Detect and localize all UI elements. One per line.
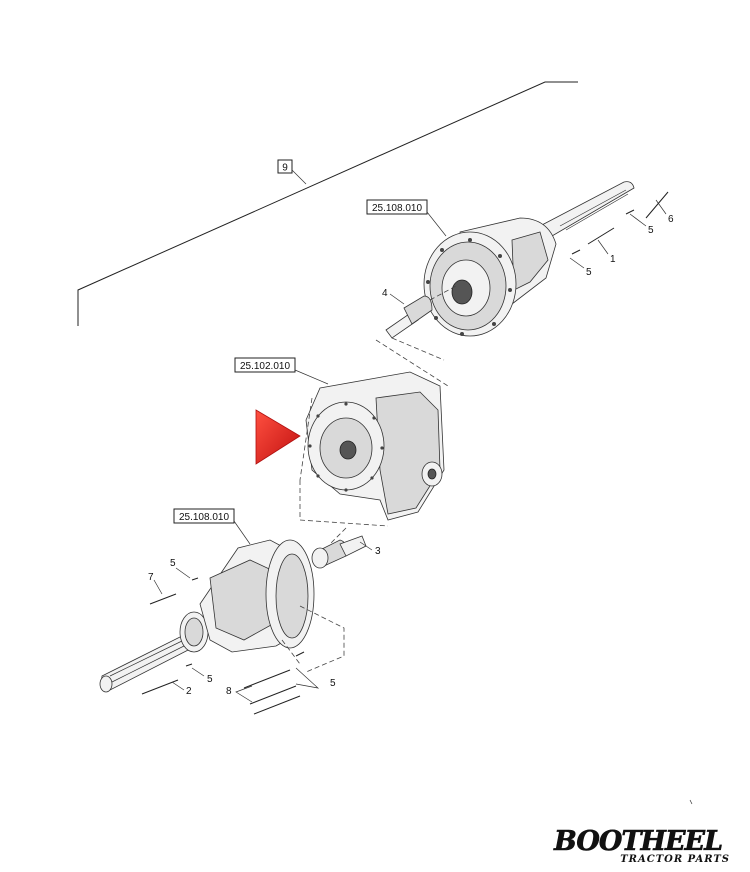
callout-5-lower[interactable]: 5: [191, 667, 213, 685]
callout-5-top-b[interactable]: 5: [569, 257, 592, 278]
svg-text:2: 2: [186, 686, 192, 697]
svg-text:25.108.010: 25.108.010: [179, 512, 229, 523]
callout-8[interactable]: 8: [226, 685, 253, 703]
svg-text:3: 3: [375, 546, 381, 557]
ref-box-center[interactable]: 25.102.010: [234, 357, 329, 385]
svg-text:5: 5: [170, 558, 176, 569]
svg-text:1: 1: [610, 254, 616, 265]
svg-text:8: 8: [226, 686, 232, 697]
callout-2[interactable]: 2: [171, 681, 192, 697]
svg-text:25.108.010: 25.108.010: [372, 203, 422, 214]
lower-axle-housing: [99, 539, 315, 693]
svg-text:9: 9: [282, 163, 288, 174]
assembly-boundary-line: [77, 81, 578, 326]
pinion-shaft-4: [385, 285, 457, 361]
logo-brand: BOOTHEEL: [553, 826, 722, 857]
upper-bolts: [571, 191, 669, 255]
upper-axle-housing: [423, 181, 635, 337]
bootheel-logo: BOOTHEEL TRACTOR PARTS: [552, 822, 738, 866]
callout-6[interactable]: 6: [655, 199, 674, 225]
callout-9[interactable]: 9: [277, 159, 307, 185]
lower-dashed-guides: [281, 605, 345, 673]
center-gearbox: [299, 339, 449, 527]
callout-1[interactable]: 1: [597, 239, 616, 265]
svg-text:7: 7: [148, 572, 154, 583]
svg-text:5: 5: [207, 674, 213, 685]
callout-5-left[interactable]: 5: [170, 558, 191, 579]
svg-text:5: 5: [586, 267, 592, 278]
svg-text:5: 5: [648, 225, 654, 236]
svg-text:6: 6: [668, 214, 674, 225]
play-triangle-icon: [255, 409, 301, 465]
pinion-shaft-3: [311, 527, 367, 569]
callout-7[interactable]: 7: [148, 572, 163, 595]
callout-5-top-a[interactable]: 5: [629, 213, 654, 236]
svg-text:4: 4: [382, 288, 388, 299]
svg-text:25.102.010: 25.102.010: [240, 361, 290, 372]
callout-3[interactable]: 3: [359, 541, 381, 557]
logo-tagline: TRACTOR PARTS: [620, 854, 730, 865]
ref-box-top[interactable]: 25.108.010: [366, 199, 447, 237]
callout-5-bottom-right[interactable]: 5: [295, 667, 336, 689]
ref-box-bottom[interactable]: 25.108.010: [173, 508, 251, 545]
callout-4[interactable]: 4: [382, 288, 405, 305]
svg-text:5: 5: [330, 678, 336, 689]
